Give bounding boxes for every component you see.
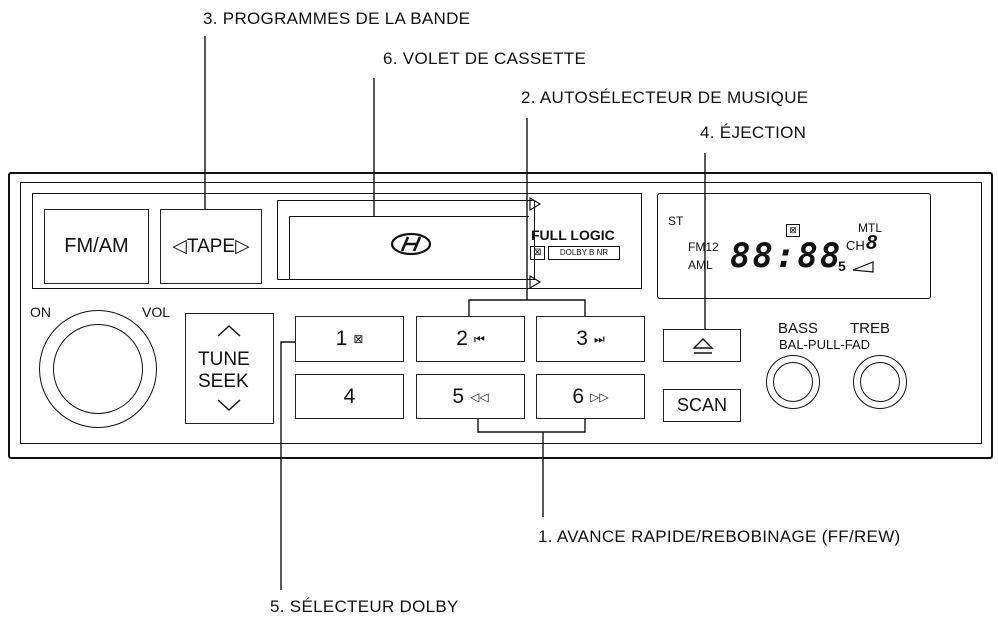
preset-1-number: 1	[335, 327, 348, 350]
preset-button-2[interactable]: 2 ⏮	[416, 316, 525, 362]
preset-3-next-icon: ⏭	[593, 331, 605, 346]
volume-knob[interactable]	[39, 310, 157, 428]
display-small-digit: 5	[838, 258, 846, 274]
callout-music-selector: 2. AUTOSÉLECTEUR DE MUSIQUE	[521, 88, 809, 107]
dolby-indicator-icon: ⊠	[530, 246, 545, 260]
display-aml-label: AML	[688, 258, 713, 272]
scan-label: SCAN	[676, 395, 727, 415]
scan-button[interactable]: SCAN	[663, 389, 741, 422]
display-mtl-label: MTL	[858, 221, 882, 235]
preset-5-number: 5	[452, 384, 465, 408]
cassette-door[interactable]	[277, 200, 535, 280]
fm-am-label: FM/AM	[64, 235, 129, 257]
dolby-nr-label: DOLBY B NR	[548, 246, 620, 260]
bass-label: BASS	[778, 320, 819, 337]
cassette-door-inner	[289, 216, 529, 280]
callout-ff-rew: 1. AVANCE RAPIDE/REBOBINAGE (FF/REW)	[538, 527, 901, 546]
seek-label: SEEK	[198, 371, 249, 392]
callout-cassette-door: 6. VOLET DE CASSETTE	[383, 49, 587, 68]
treb-label: TREB	[850, 320, 891, 337]
preset-button-1[interactable]: 1 ⊠	[295, 316, 404, 362]
treble-knob-inner	[860, 362, 900, 402]
vol-label: VOL	[142, 304, 171, 320]
fm-am-button[interactable]: FM/AM	[44, 209, 149, 284]
leader-bracket-music-selector	[468, 299, 586, 316]
preset-button-3[interactable]: 3 ⏭	[536, 316, 645, 362]
bal-pull-fad-label: BAL-PULL-FAD	[779, 337, 871, 352]
tune-down-icon[interactable]	[216, 398, 242, 412]
tune-seek-button[interactable]	[185, 313, 274, 424]
preset-4-number: 4	[343, 384, 356, 408]
tape-label: ◁TAPE▷	[172, 236, 250, 257]
brand-logo-icon	[390, 232, 432, 256]
full-logic-label: FULL LOGIC	[531, 227, 615, 243]
eject-icon	[692, 338, 714, 354]
preset-button-6[interactable]: 6 ▷▷	[536, 374, 645, 419]
door-edge-markers	[529, 196, 542, 290]
eject-button[interactable]	[663, 329, 741, 362]
preset-5-rewind-icon: ◁◁	[470, 389, 489, 404]
tape-button[interactable]: ◁TAPE▷	[160, 209, 262, 284]
preset-2-number: 2	[456, 327, 468, 350]
display-dolby-icon: ⊠	[786, 224, 800, 237]
callout-tape-programs: 3. PROGRAMMES DE LA BANDE	[203, 9, 471, 28]
volume-knob-inner	[53, 324, 143, 414]
radio-inner-frame	[20, 182, 982, 444]
tune-up-icon[interactable]	[216, 324, 242, 338]
preset-6-fastforward-icon: ▷▷	[590, 389, 609, 404]
tune-label: TUNE	[198, 349, 250, 370]
display-frequency-digits: 88:88	[730, 236, 843, 276]
preset-3-number: 3	[576, 327, 588, 350]
preset-6-number: 6	[572, 384, 585, 408]
on-label: ON	[30, 304, 51, 320]
display-ch-digit: 8	[866, 232, 878, 254]
callout-eject: 4. ÉJECTION	[700, 123, 807, 142]
callout-dolby: 5. SÉLECTEUR DOLBY	[270, 597, 459, 616]
display-st-label: ST	[668, 214, 684, 228]
radio-faceplate	[8, 172, 993, 459]
lcd-display	[657, 193, 931, 299]
preset-button-4[interactable]: 4	[295, 374, 404, 419]
preset-1-dolby-icon: ⊠	[353, 332, 364, 346]
display-volume-icon	[852, 261, 874, 273]
display-fm12-label: FM12	[688, 240, 719, 254]
bass-knob-inner	[773, 362, 813, 402]
preset-button-5[interactable]: 5 ◁◁	[416, 374, 525, 419]
leader-bracket-ff-rew	[477, 417, 586, 433]
treble-knob[interactable]	[853, 355, 907, 409]
display-ch-label: CH	[846, 238, 865, 253]
dolby-status-area	[528, 200, 638, 288]
bass-knob[interactable]	[766, 355, 820, 409]
upper-left-panel	[32, 193, 642, 289]
preset-2-prev-icon: ⏮	[473, 331, 485, 346]
